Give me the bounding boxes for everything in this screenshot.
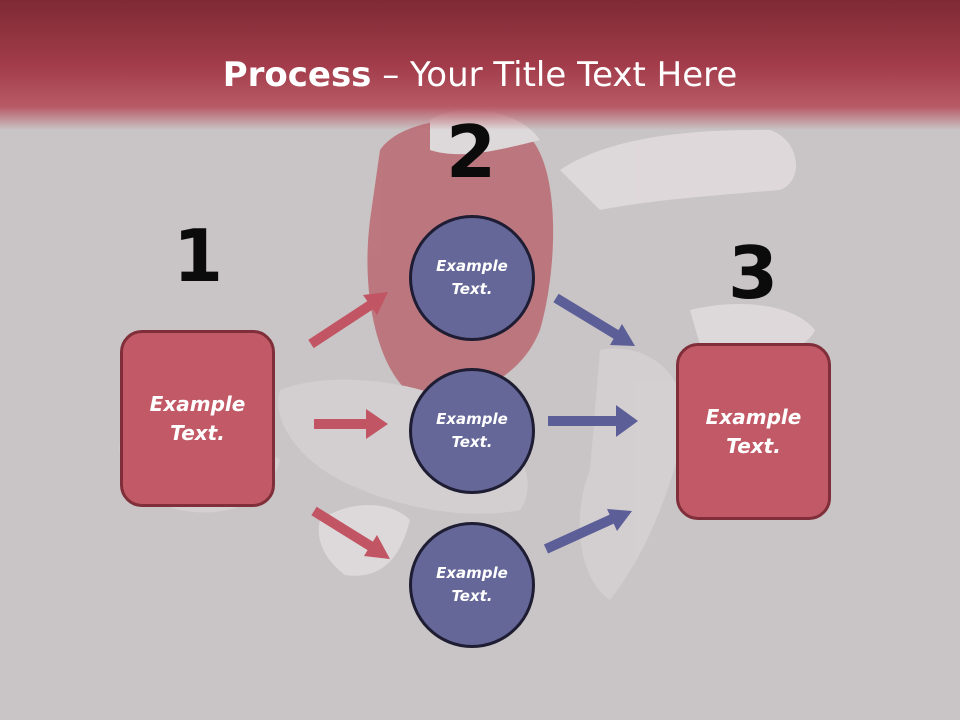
arrow-right-icon — [311, 506, 390, 559]
arrow-right-icon — [548, 405, 638, 437]
step-number-2: 2 — [445, 110, 497, 194]
arrow-right-icon — [314, 409, 388, 439]
arrow-right-icon — [308, 292, 388, 349]
arrow-right-icon — [553, 293, 635, 346]
slide-title[interactable]: Process – Your Title Text Here — [222, 55, 738, 95]
arrow-right-icon — [543, 509, 632, 554]
title-banner — [0, 0, 960, 130]
step-number-1: 1 — [172, 214, 224, 298]
step-number-3: 3 — [727, 231, 779, 315]
